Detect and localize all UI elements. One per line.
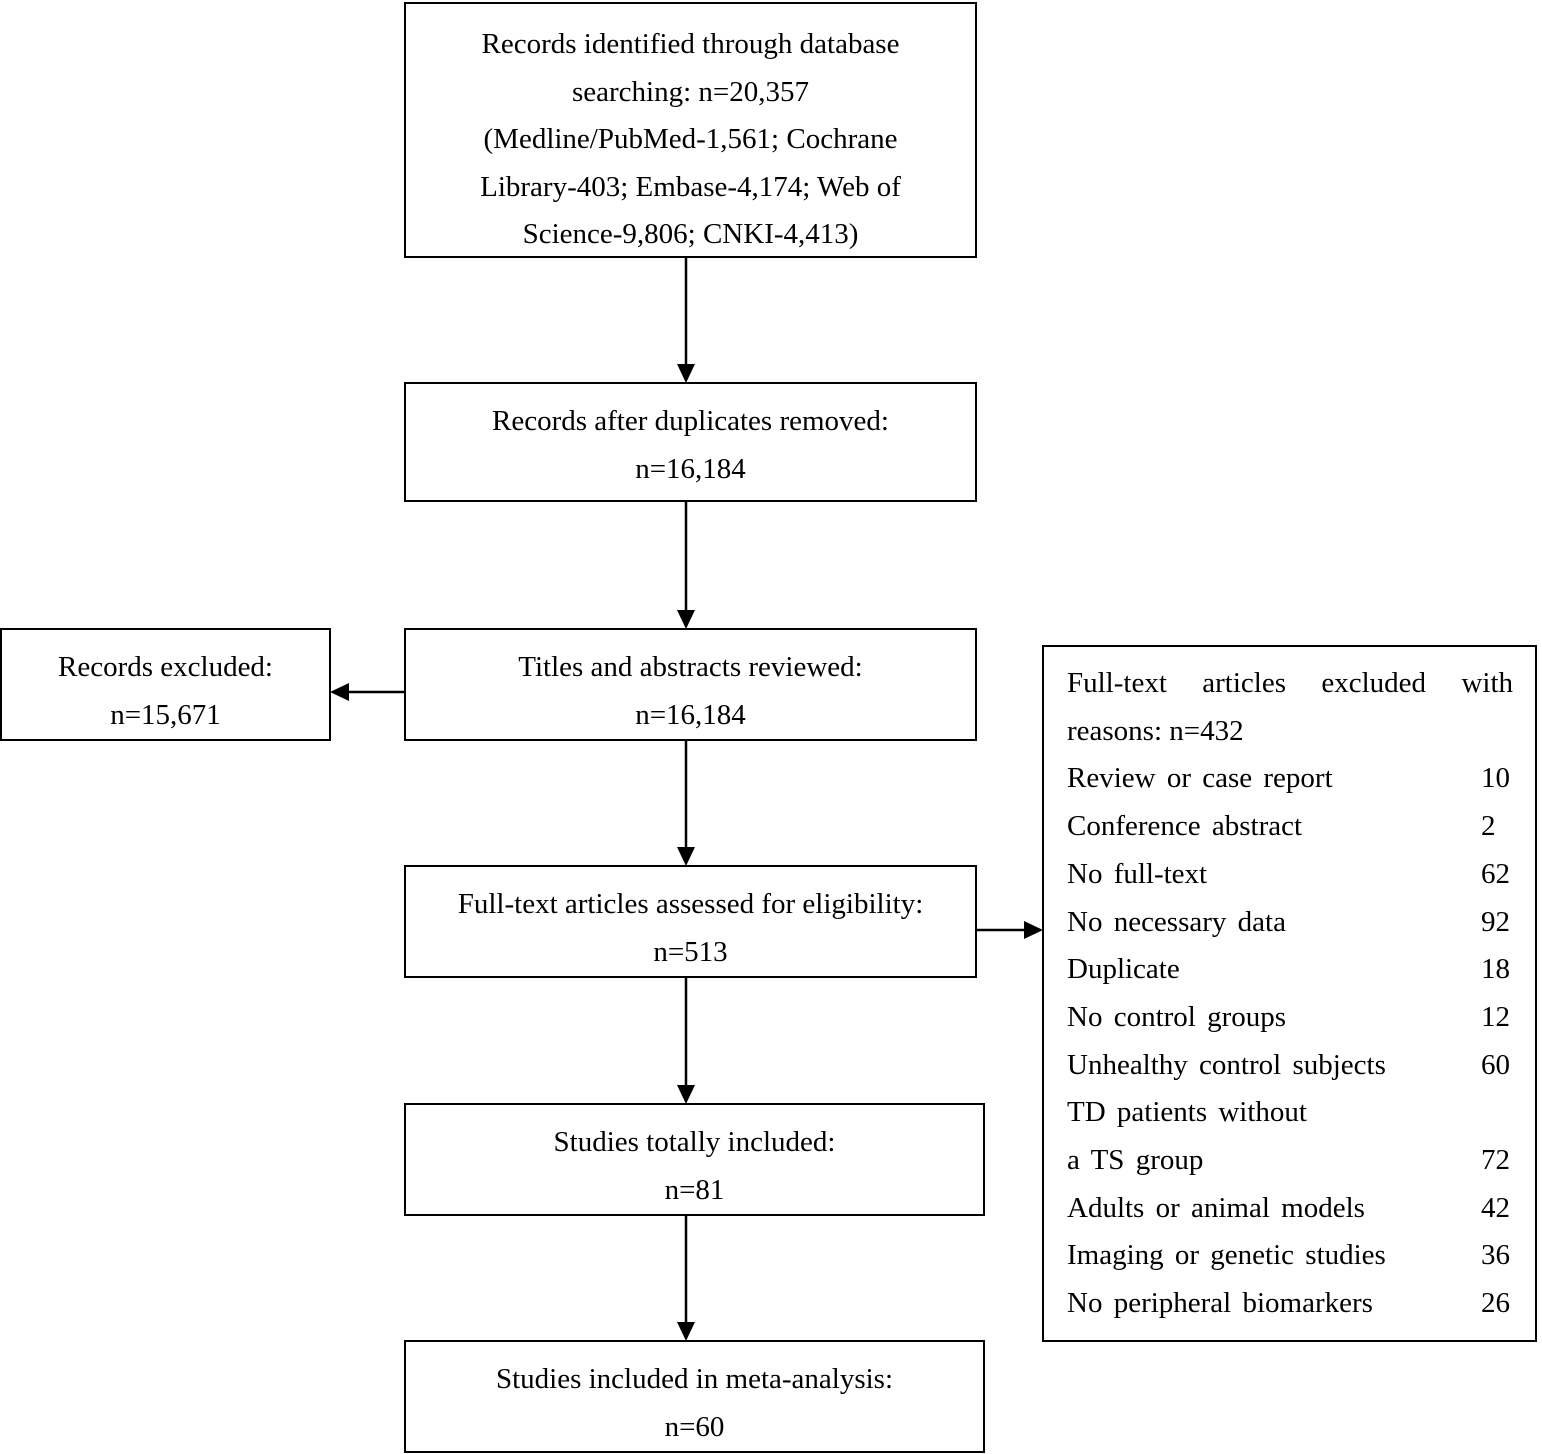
records-excluded-box: Records excluded: n=15,671 <box>0 628 331 741</box>
box-count-line: n=16,184 <box>635 452 746 485</box>
reason-label: Review or case report <box>1067 762 1333 795</box>
reason-label: Adults or animal models <box>1067 1191 1365 1224</box>
reason-label: No control groups <box>1067 1000 1287 1033</box>
arrowhead-down <box>677 847 695 866</box>
box-text-line: Titles and abstracts reviewed: <box>518 651 863 683</box>
exclusion-reason-row: Conference abstract 2 <box>1067 803 1513 851</box>
box-count-line: n=513 <box>653 935 728 968</box>
reason-label: No necessary data <box>1067 905 1286 938</box>
box-text-line: Studies totally included: <box>553 1126 836 1158</box>
exclusion-reason-row: Review or case report 10 <box>1067 755 1513 803</box>
reason-label: Imaging or genetic studies <box>1067 1239 1386 1272</box>
box-count-line: n=16,184 <box>635 698 746 731</box>
arrowhead-down <box>677 1322 695 1341</box>
reason-count: 72 <box>1481 1144 1510 1177</box>
arrowhead-down <box>677 364 695 383</box>
box-count-line: n=15,671 <box>110 698 221 731</box>
studies-included-box: Studies totally included: n=81 <box>404 1103 985 1216</box>
arrowhead-down <box>677 610 695 629</box>
titles-abstracts-reviewed-box: Titles and abstracts reviewed: n=16,184 <box>404 628 977 741</box>
exclusion-heading-total: reasons: n=432 <box>1067 714 1244 747</box>
reason-label: Conference abstract <box>1067 810 1303 843</box>
exclusion-reason-row: No full-text 62 <box>1067 851 1513 899</box>
reason-count: 42 <box>1481 1191 1510 1224</box>
reason-count: 60 <box>1481 1048 1510 1081</box>
reason-count <box>1481 1089 1513 1137</box>
exclusion-reason-row: Unhealthy control subjects 60 <box>1067 1042 1513 1090</box>
exclusion-reason-row: Adults or animal models 42 <box>1067 1185 1513 1233</box>
box-text-line: Records after duplicates removed: <box>492 405 889 437</box>
exclusion-reason-row: Duplicate 18 <box>1067 946 1513 994</box>
fulltext-assessed-box: Full-text articles assessed for eligibil… <box>404 865 977 978</box>
reason-label: a TS group <box>1067 1144 1204 1177</box>
duplicates-removed-box: Records after duplicates removed: n=16,1… <box>404 382 977 502</box>
reason-label: Duplicate <box>1067 953 1180 986</box>
box-text-line: (Medline/PubMed-1,561; Cochrane <box>483 123 898 155</box>
reason-label: TD patients without <box>1067 1096 1307 1129</box>
arrowhead-left <box>330 683 349 701</box>
exclusion-reason-row: TD patients without <box>1067 1089 1513 1137</box>
exclusion-reason-row: a TS group 72 <box>1067 1137 1513 1185</box>
reason-label: No peripheral biomarkers <box>1067 1287 1373 1320</box>
records-identified-box: Records identified through database sear… <box>404 2 977 258</box>
exclusion-reason-row: Imaging or genetic studies 36 <box>1067 1232 1513 1280</box>
exclusion-reason-row: No necessary data 92 <box>1067 899 1513 947</box>
exclusion-reason-row: No control groups 12 <box>1067 994 1513 1042</box>
reason-count: 36 <box>1481 1239 1510 1272</box>
box-text-line: Records identified through database <box>481 28 900 60</box>
box-text-line: Library-403; Embase-4,174; Web of <box>480 170 901 203</box>
box-count-line: n=60 <box>664 1410 725 1443</box>
box-text-line: Science-9,806; CNKI-4,413) <box>522 218 859 250</box>
exclusion-heading: Full-text articles excluded with <box>1067 667 1513 699</box>
box-text-line: Studies included in meta-analysis: <box>495 1363 894 1395</box>
reason-count: 62 <box>1481 857 1510 890</box>
reason-count: 12 <box>1481 1000 1510 1033</box>
box-text-line: Records excluded: <box>57 651 273 683</box>
arrowhead-down <box>677 1085 695 1104</box>
box-count-line: n=81 <box>664 1173 725 1206</box>
reason-count: 26 <box>1481 1287 1510 1320</box>
reason-count: 10 <box>1481 762 1510 795</box>
reason-label: Unhealthy control subjects <box>1067 1048 1386 1081</box>
meta-analysis-box: Studies included in meta-analysis: n=60 <box>404 1340 985 1453</box>
fulltext-excluded-box: Full-text articles excluded with reasons… <box>1042 645 1537 1342</box>
reason-count: 92 <box>1481 905 1510 938</box>
reason-count: 2 <box>1481 810 1496 843</box>
arrowhead-right <box>1024 921 1043 939</box>
exclusion-reason-row: No peripheral biomarkers 26 <box>1067 1280 1513 1328</box>
reason-count: 18 <box>1481 953 1510 986</box>
box-text-line: Full-text articles assessed for eligibil… <box>457 888 924 920</box>
box-text-line: searching: n=20,357 <box>571 75 810 108</box>
reason-label: No full-text <box>1067 857 1208 890</box>
